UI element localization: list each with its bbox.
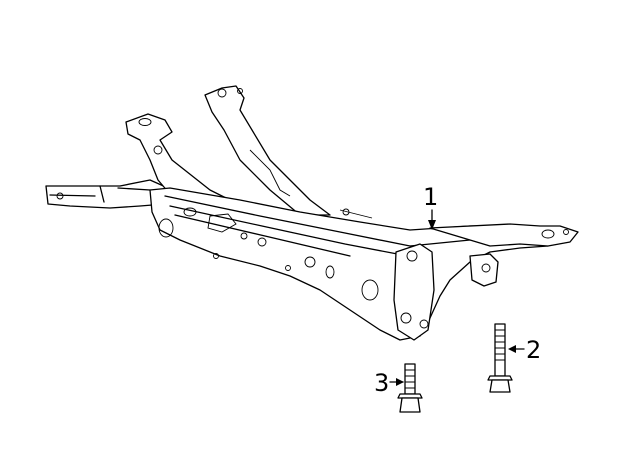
short-flange-bolt — [397, 363, 423, 413]
left-arm — [45, 179, 169, 209]
callout-1-label: 1 — [423, 183, 439, 211]
callout-3-leader — [389, 378, 404, 386]
callout-2-leader — [508, 345, 525, 353]
long-flange-bolt — [487, 323, 513, 393]
callout-3-label: 3 — [374, 369, 390, 397]
subframe-assembly — [45, 85, 579, 341]
rear-upper-arm — [204, 85, 331, 216]
cross-member — [149, 187, 549, 341]
callout-2-label: 2 — [526, 336, 542, 364]
right-mount-arm — [429, 223, 579, 247]
callout-1-leader — [428, 209, 436, 230]
front-bracket — [393, 243, 435, 341]
right-rear-mount — [469, 253, 499, 287]
